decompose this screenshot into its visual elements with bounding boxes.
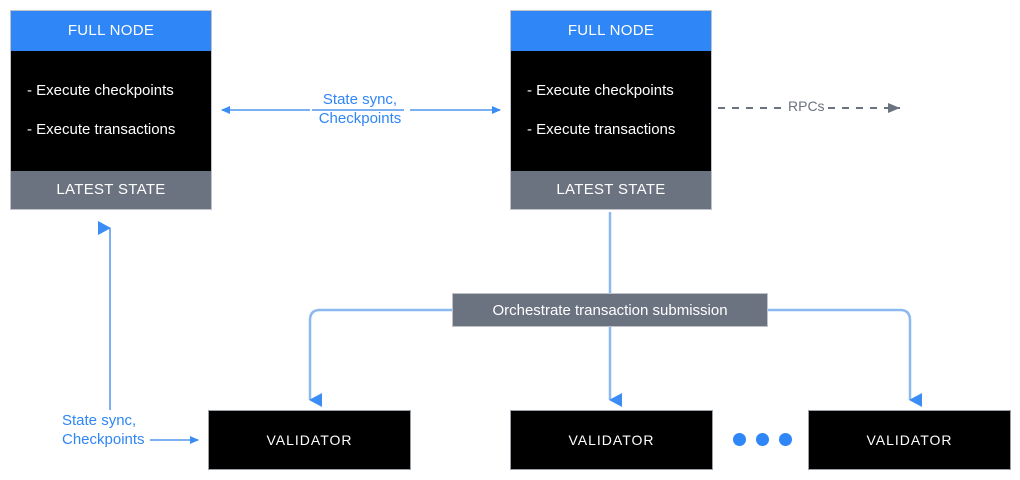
validator-left: VALIDATOR (208, 410, 411, 470)
edge-orchestrate-to-validator-right (768, 308, 922, 407)
ellipsis-dot-3 (779, 433, 792, 446)
full-node-left-body: - Execute checkpoints - Execute transact… (11, 51, 211, 171)
label-state-sync-bottom-line2: Checkpoints (62, 431, 145, 448)
validator-ellipsis (733, 433, 792, 446)
full-node-left-footer: LATEST STATE (11, 171, 211, 209)
full-node-right: FULL NODE - Execute checkpoints - Execut… (510, 10, 712, 210)
full-node-right-body: - Execute checkpoints - Execute transact… (511, 51, 711, 171)
label-rpcs: RPCs (786, 98, 827, 114)
edge-orchestrate-to-validator-left (308, 308, 452, 407)
full-node-right-bullet-transactions: - Execute transactions (527, 121, 676, 138)
full-node-left-bullet-checkpoints: - Execute checkpoints (27, 82, 174, 99)
label-state-sync-bottom-line1: State sync, (62, 412, 137, 429)
label-state-sync-top: State sync, Checkpoints (313, 90, 407, 128)
validator-right: VALIDATOR (808, 410, 1011, 470)
full-node-left-bullet-transactions: - Execute transactions (27, 121, 176, 138)
ellipsis-dot-1 (733, 433, 746, 446)
ellipsis-dot-2 (756, 433, 769, 446)
validator-middle: VALIDATOR (510, 410, 713, 470)
full-node-right-bullet-checkpoints: - Execute checkpoints (527, 82, 674, 99)
label-state-sync-bottom: State sync, Checkpoints (62, 411, 172, 449)
label-state-sync-top-line2: Checkpoints (318, 110, 402, 127)
label-state-sync-top-line1: State sync, (322, 91, 398, 108)
orchestrate-transaction-submission-bar: Orchestrate transaction submission (452, 293, 768, 327)
full-node-left: FULL NODE - Execute checkpoints - Execut… (10, 10, 212, 210)
full-node-right-footer: LATEST STATE (511, 171, 711, 209)
full-node-right-header: FULL NODE (511, 11, 711, 51)
full-node-left-header: FULL NODE (11, 11, 211, 51)
